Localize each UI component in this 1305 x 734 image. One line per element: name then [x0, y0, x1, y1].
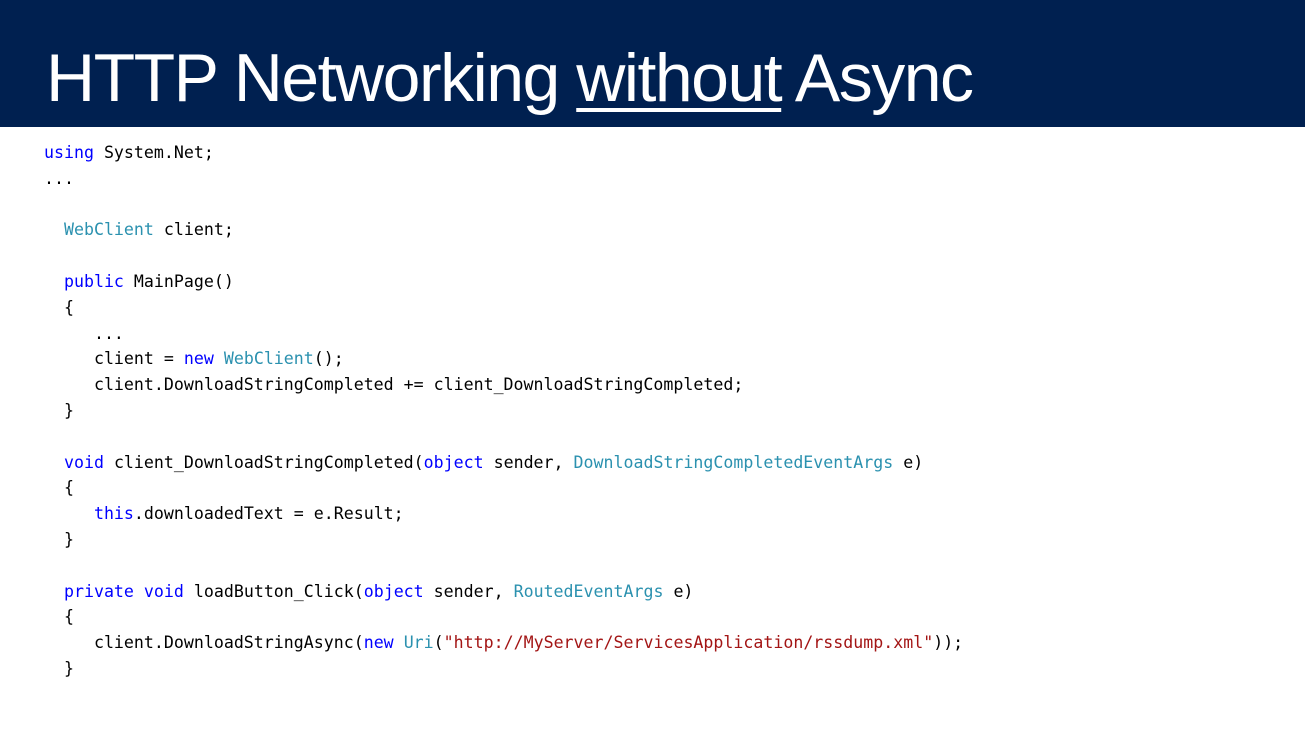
code-string: "http://MyServer/ServicesApplication/rss… — [443, 633, 934, 653]
code-type: WebClient — [63, 220, 154, 240]
code-line: WebClient client; — [44, 217, 963, 243]
code-text: sender, — [423, 581, 514, 601]
code-line: { — [44, 295, 963, 321]
code-text: e) — [663, 581, 694, 601]
code-text: System.Net; — [93, 143, 214, 162]
slide-title: HTTP Networking without Async — [46, 38, 974, 118]
code-keyword: new — [183, 349, 214, 369]
code-block: using System.Net;... WebClient client; p… — [44, 140, 963, 682]
code-line: client.DownloadStringCompleted += client… — [44, 372, 963, 398]
code-line: private void loadButton_Click(object sen… — [44, 579, 963, 605]
code-line: this.downloadedText = e.Result; — [44, 501, 963, 527]
code-text: loadButton_Click( — [183, 581, 364, 601]
code-type: Uri — [403, 633, 434, 653]
code-type: RoutedEventArgs — [513, 581, 664, 601]
code-type: WebClient — [223, 349, 314, 369]
code-text: { — [44, 607, 74, 627]
code-keyword: public — [63, 271, 124, 291]
code-text: client_DownloadStringCompleted( — [103, 452, 424, 472]
code-text: e) — [893, 452, 924, 472]
code-line — [44, 243, 963, 269]
code-keyword: this — [93, 504, 134, 524]
code-text: { — [44, 478, 74, 498]
code-line: client.DownloadStringAsync(new Uri("http… — [44, 630, 963, 656]
code-line: client = new WebClient(); — [44, 346, 963, 372]
code-text: } — [44, 658, 74, 678]
code-text: } — [44, 400, 74, 420]
code-line: { — [44, 475, 963, 501]
code-line — [44, 424, 963, 450]
title-emphasis: without — [576, 40, 782, 116]
code-text: client.DownloadStringAsync( — [44, 633, 364, 653]
code-text: { — [44, 297, 74, 317]
code-type: DownloadStringCompletedEventArgs — [573, 452, 894, 472]
code-text: sender, — [483, 452, 574, 472]
code-text: .downloadedText = e.Result; — [133, 504, 404, 524]
code-line — [44, 192, 963, 218]
code-keyword: void — [63, 452, 104, 472]
code-keyword: object — [363, 581, 424, 601]
title-text-end: Async — [781, 40, 974, 116]
code-text: client = — [44, 349, 184, 369]
code-text: (); — [313, 349, 344, 369]
code-text: ... — [44, 168, 74, 188]
code-text: )); — [933, 633, 964, 653]
code-line: void client_DownloadStringCompleted(obje… — [44, 450, 963, 476]
code-text — [394, 633, 404, 652]
code-line: ... — [44, 321, 963, 347]
code-text: client; — [153, 220, 234, 240]
code-text — [44, 272, 64, 291]
title-bar: HTTP Networking without Async — [0, 0, 1305, 127]
code-line — [44, 553, 963, 579]
code-text — [44, 582, 64, 601]
code-text: ... — [44, 323, 124, 343]
code-text — [134, 582, 144, 601]
code-keyword: void — [143, 581, 184, 601]
code-keyword: object — [423, 452, 484, 472]
code-text: MainPage() — [123, 271, 234, 291]
code-line: } — [44, 527, 963, 553]
code-text — [214, 349, 224, 368]
code-text — [44, 220, 64, 239]
code-keyword: new — [363, 633, 394, 653]
code-line: } — [44, 656, 963, 682]
code-text: ( — [433, 633, 444, 653]
code-text: client.DownloadStringCompleted += client… — [44, 375, 744, 395]
code-line: public MainPage() — [44, 269, 963, 295]
code-line: using System.Net; — [44, 140, 963, 166]
code-line: } — [44, 398, 963, 424]
title-text-start: HTTP Networking — [46, 40, 577, 116]
code-text — [44, 504, 94, 523]
code-keyword: using — [44, 143, 94, 162]
code-line: { — [44, 604, 963, 630]
code-line: ... — [44, 166, 963, 192]
code-text — [44, 453, 64, 472]
code-keyword: private — [63, 581, 134, 601]
code-text: } — [44, 529, 74, 549]
